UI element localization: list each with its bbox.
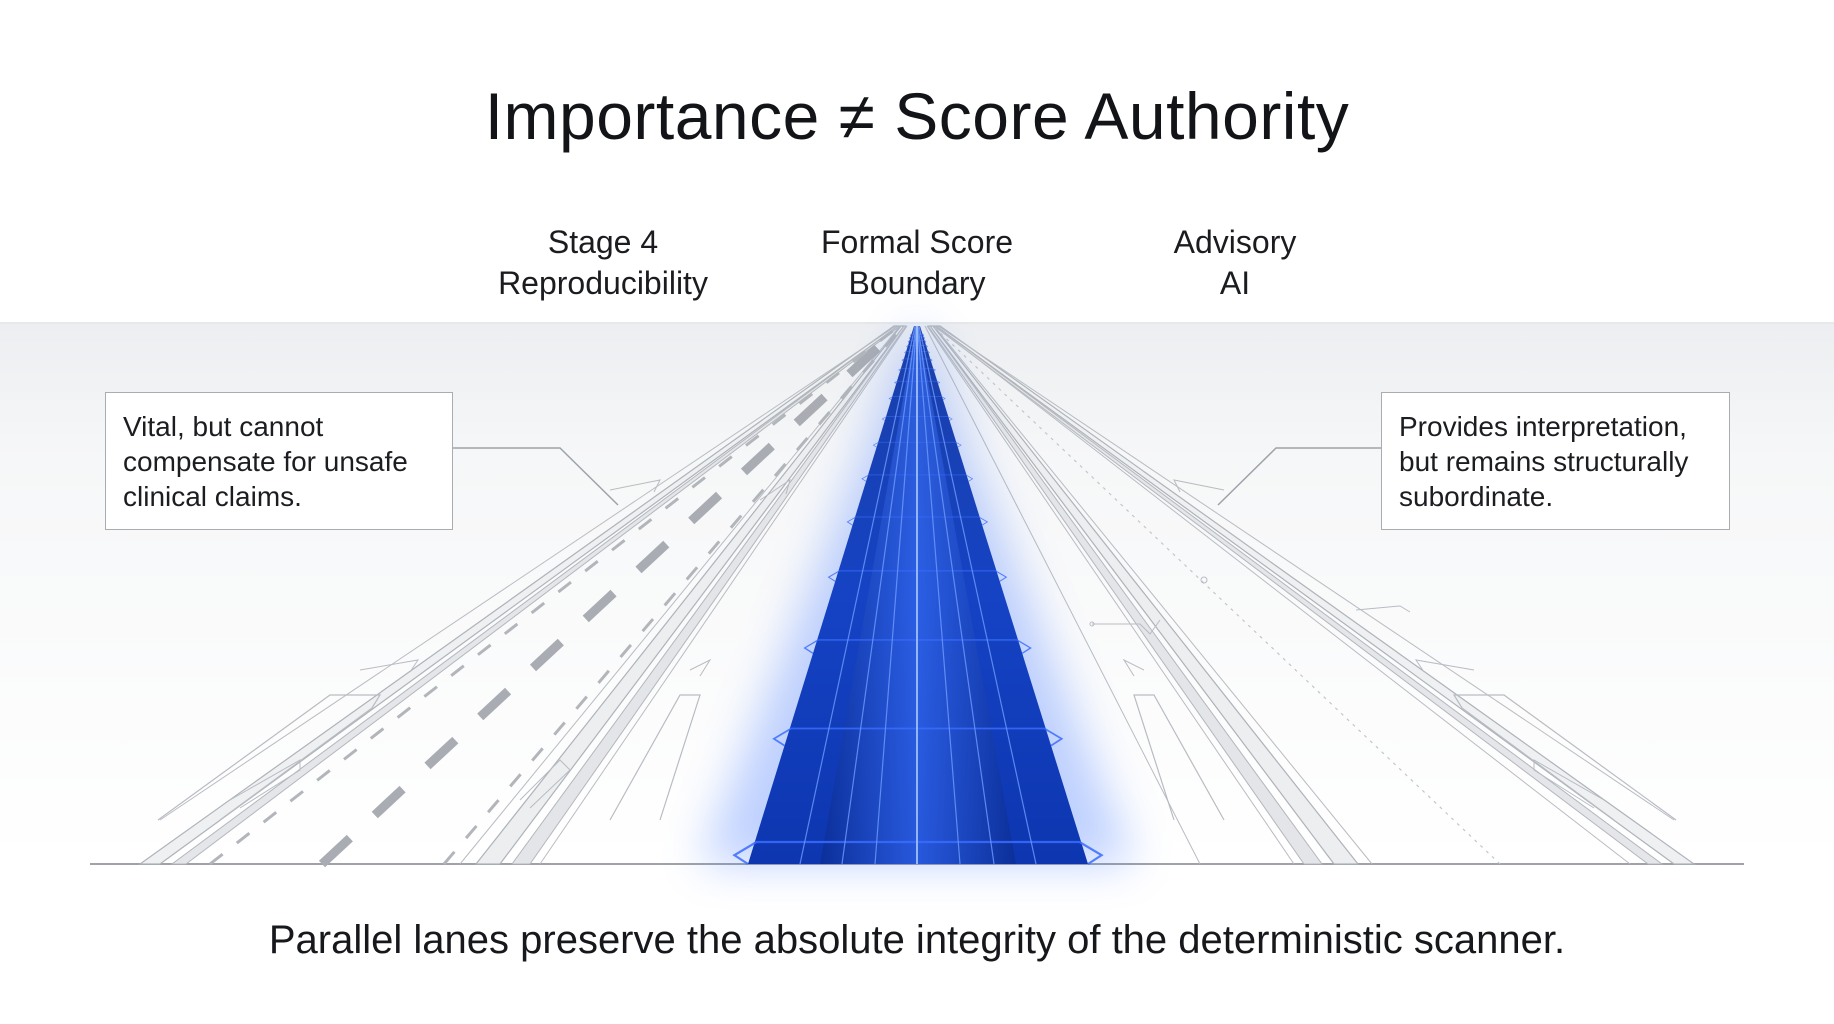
callout-reproducibility: Vital, but cannot compensate for unsafe … xyxy=(105,392,453,530)
right-lane-advisory-ai xyxy=(924,325,1696,865)
callout-advisory-ai: Provides interpretation, but remains str… xyxy=(1381,392,1730,530)
callout-line: Provides interpretation, xyxy=(1399,411,1687,442)
lane-label-advisory-ai: Advisory AI xyxy=(1085,222,1385,304)
lane-label-line: Reproducibility xyxy=(498,265,708,301)
left-callout-leader xyxy=(452,447,619,506)
callout-line: compensate for unsafe xyxy=(123,446,408,477)
lane-label-line: Stage 4 xyxy=(547,224,659,260)
lane-label-line: Boundary xyxy=(848,265,986,301)
lane-label-formal-score: Formal Score Boundary xyxy=(767,222,1067,304)
lane-label-line: Formal Score xyxy=(820,224,1014,260)
callout-line: subordinate. xyxy=(1399,481,1554,512)
callout-line: clinical claims. xyxy=(123,481,302,512)
left-lane-reproducibility xyxy=(138,322,908,868)
page-title: Importance ≠ Score Authority xyxy=(484,79,1350,153)
lane-label-line: AI xyxy=(1219,265,1251,301)
right-callout-leader xyxy=(1217,447,1382,506)
lane-label-reproducibility: Stage 4 Reproducibility xyxy=(453,222,753,304)
lane-label-line: Advisory xyxy=(1173,224,1297,260)
callout-line: Vital, but cannot xyxy=(123,411,324,442)
callout-line: but remains structurally xyxy=(1399,446,1689,477)
caption: Parallel lanes preserve the absolute int… xyxy=(268,918,1566,962)
center-lane-formal-score-boundary xyxy=(700,325,1134,865)
